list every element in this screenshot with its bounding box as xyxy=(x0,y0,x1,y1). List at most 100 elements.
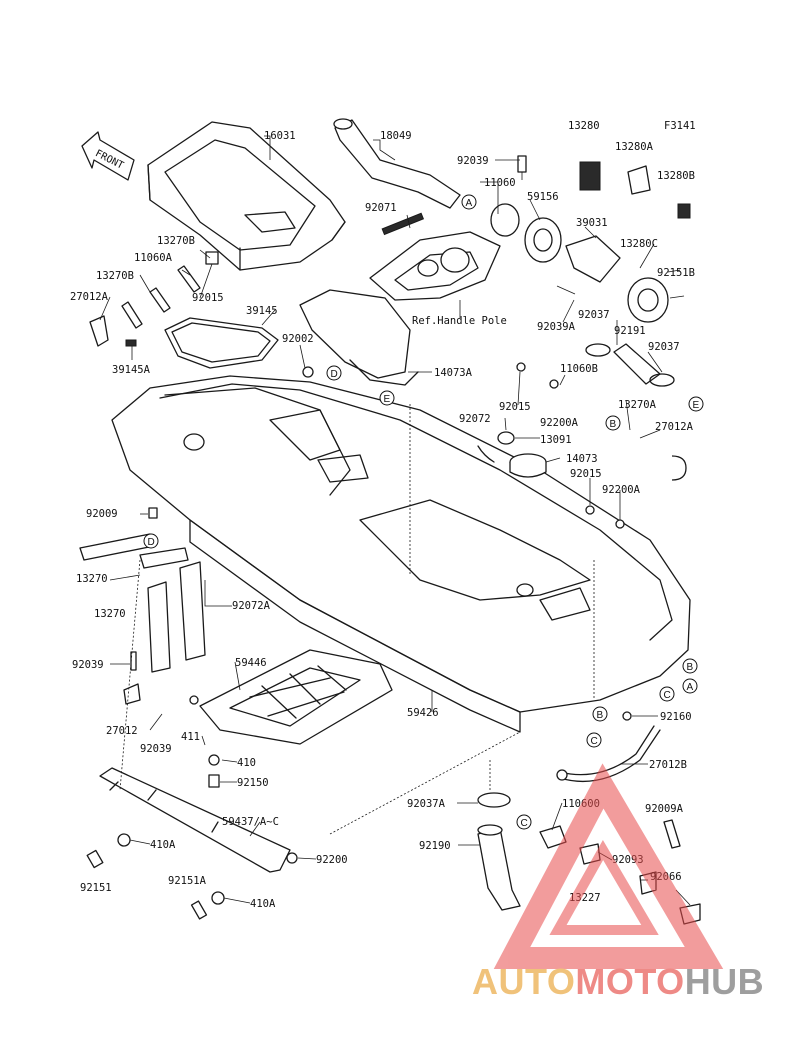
label-13270A: 13270A xyxy=(618,399,657,411)
label-13270-a: 13270 xyxy=(76,573,108,585)
label-92002: 92002 xyxy=(282,333,314,345)
label-92093: 92093 xyxy=(612,854,644,866)
label-92200A-a: 92200A xyxy=(540,417,579,429)
label-411: 411 xyxy=(181,731,200,743)
ref-marker-A: A xyxy=(461,194,477,210)
label-11060: 11060 xyxy=(484,177,516,189)
label-13227: 13227 xyxy=(569,892,601,904)
svg-text:B: B xyxy=(610,419,617,430)
label-92015-b: 92015 xyxy=(499,401,531,413)
label-92039-top: 92039 xyxy=(457,155,489,167)
svg-text:D: D xyxy=(148,537,155,548)
label-27012: 27012 xyxy=(106,725,138,737)
label-92072A: 92072A xyxy=(232,600,271,612)
label-92151B: 92151B xyxy=(657,267,695,279)
svg-text:D: D xyxy=(331,369,338,380)
ref-marker-A: A xyxy=(682,678,698,694)
label-39145A: 39145A xyxy=(112,364,151,376)
label-27012A-left: 27012A xyxy=(70,291,109,303)
label-110600: 110600 xyxy=(562,798,600,810)
ref-marker-D: D xyxy=(326,365,342,381)
label-27012B: 27012B xyxy=(649,759,687,771)
ref-marker-B: B xyxy=(592,706,608,722)
ref-marker-B: B xyxy=(682,658,698,674)
label-14073A: 14073A xyxy=(434,367,473,379)
label-92039-bottom: 92039 xyxy=(140,743,172,755)
label-11060B: 11060B xyxy=(560,363,598,375)
cover-14073A xyxy=(299,289,419,386)
label-59426: 59426 xyxy=(407,707,439,719)
svg-text:B: B xyxy=(597,710,604,721)
svg-text:C: C xyxy=(591,736,598,747)
label-13270-b: 13270 xyxy=(94,608,126,620)
svg-text:E: E xyxy=(384,394,391,405)
label-92009A: 92009A xyxy=(645,803,684,815)
label-13280C: 13280C xyxy=(620,238,658,250)
intake-grate-59446 xyxy=(199,649,393,745)
cap-14073 xyxy=(477,431,547,478)
svg-text:E: E xyxy=(693,400,700,411)
ref-marker-C: C xyxy=(659,686,675,702)
label-16031: 16031 xyxy=(264,130,296,142)
label-92037-b: 92037 xyxy=(648,341,680,353)
pump-assembly xyxy=(490,161,691,387)
ref-marker-C: C xyxy=(516,814,532,830)
handle-pole-lid xyxy=(369,212,501,301)
svg-text:A: A xyxy=(687,682,694,693)
label-13091: 13091 xyxy=(540,434,572,446)
ride-plate-59437 xyxy=(99,767,291,873)
svg-text:A: A xyxy=(466,198,473,209)
label-410A-a: 410A xyxy=(150,839,176,851)
svg-text:B: B xyxy=(687,662,694,673)
label-59437: 59437/A~C xyxy=(222,816,279,828)
label-92200: 92200 xyxy=(316,854,348,866)
label-92039A: 92039A xyxy=(537,321,576,333)
label-92066: 92066 xyxy=(650,871,682,883)
label-92015-c: 92015 xyxy=(570,468,602,480)
ref-marker-E: E xyxy=(379,390,395,406)
label-13270B-a: 13270B xyxy=(157,235,195,247)
label-59156: 59156 xyxy=(527,191,559,203)
label-92151A: 92151A xyxy=(168,875,207,887)
ref-marker-D: D xyxy=(143,533,159,549)
hose-27012B xyxy=(556,725,661,783)
label-13280: 13280 xyxy=(568,120,600,132)
label-92037-a: 92037 xyxy=(578,309,610,321)
label-92015-a: 92015 xyxy=(192,292,224,304)
label-14073: 14073 xyxy=(566,453,598,465)
label-410: 410 xyxy=(237,757,256,769)
clips-left xyxy=(89,251,219,347)
hull-body xyxy=(111,375,691,733)
hose-18049 xyxy=(333,118,461,209)
label-18049: 18049 xyxy=(380,130,412,142)
ref-marker-C: C xyxy=(586,732,602,748)
ref-marker-E: E xyxy=(688,396,704,412)
label-92191: 92191 xyxy=(614,325,646,337)
label-92151: 92151 xyxy=(80,882,112,894)
label-92071: 92071 xyxy=(365,202,397,214)
label-13280A: 13280A xyxy=(615,141,654,153)
front-arrow-icon: FRONT xyxy=(81,131,135,181)
label-59446: 59446 xyxy=(235,657,267,669)
figure-code: F3141 xyxy=(664,120,696,132)
straps-92072A xyxy=(79,533,206,705)
reference-markers: A A B B B C C C D D E E xyxy=(143,194,704,830)
ref-handle-pole-note: Ref.Handle Pole xyxy=(412,315,507,327)
label-92160: 92160 xyxy=(660,711,692,723)
svg-text:C: C xyxy=(664,690,671,701)
leader-lines xyxy=(99,135,691,906)
hose-92190 xyxy=(477,792,521,911)
label-92072: 92072 xyxy=(459,413,491,425)
label-92039-left: 92039 xyxy=(72,659,104,671)
seal-39145 xyxy=(164,317,279,369)
label-410A-b: 410A xyxy=(250,898,276,910)
label-92037A: 92037A xyxy=(407,798,446,810)
label-11060A: 11060A xyxy=(134,252,173,264)
label-92200A-b: 92200A xyxy=(602,484,641,496)
label-39031: 39031 xyxy=(576,217,608,229)
storage-tray-16031 xyxy=(147,121,346,271)
label-13270B-b: 13270B xyxy=(96,270,134,282)
label-92150: 92150 xyxy=(237,777,269,789)
svg-text:C: C xyxy=(521,818,528,829)
